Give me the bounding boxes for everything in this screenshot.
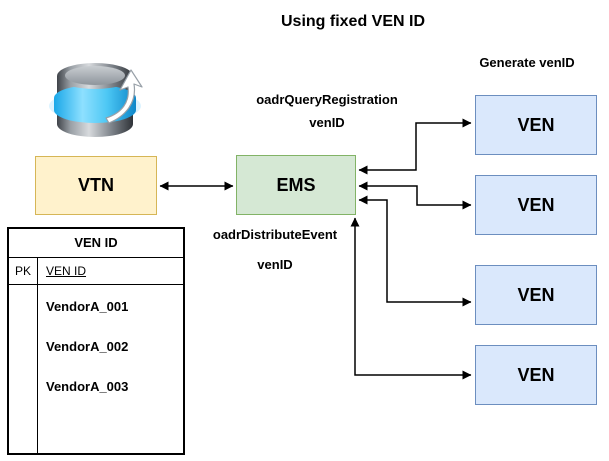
ven-id-table: VEN ID PK VEN ID VendorA_001 VendorA_002…: [7, 227, 185, 455]
ven-label: VEN: [517, 194, 555, 215]
connector-ems-ven4: [350, 217, 472, 380]
ems-label: EMS: [276, 174, 316, 195]
vtn-node: VTN: [35, 156, 157, 215]
label-query-venid: venID: [309, 115, 345, 130]
connector-ems-ven2: [358, 181, 472, 210]
label-oadr-distribute-event: oadrDistributeEvent: [212, 227, 338, 242]
ven-node-3: VEN: [475, 265, 597, 325]
database-sync-icon: [49, 63, 143, 137]
table-row: VendorA_002: [46, 339, 129, 354]
table-row: VendorA_001: [46, 299, 129, 314]
ven-node-4: VEN: [475, 345, 597, 405]
ven-label: VEN: [517, 284, 555, 305]
pk-column: [9, 285, 38, 453]
ems-node: EMS: [236, 155, 356, 215]
connector-ems-ven3: [358, 195, 472, 307]
label-distribute-venid: venID: [257, 257, 293, 272]
ven-label: VEN: [517, 364, 555, 385]
key-label: VEN ID: [46, 264, 87, 278]
table-row: VendorA_003: [46, 379, 129, 394]
table-rows: VendorA_001 VendorA_002 VendorA_003: [38, 285, 183, 453]
vtn-label: VTN: [78, 175, 114, 195]
ven-node-2: VEN: [475, 175, 597, 235]
connector-ems-ven1: [358, 118, 472, 175]
key-cell: VEN ID: [38, 258, 183, 284]
diagram-title: Using fixed VEN ID: [280, 13, 426, 30]
pk-cell: PK: [9, 258, 38, 284]
table-key-row: PK VEN ID: [9, 258, 183, 285]
table-title: VEN ID: [9, 229, 183, 258]
label-generate-venid: Generate venID: [479, 55, 575, 70]
ven-node-1: VEN: [475, 95, 597, 155]
label-oadr-query-registration: oadrQueryRegistration: [256, 92, 398, 107]
table-body: VendorA_001 VendorA_002 VendorA_003: [9, 285, 183, 453]
ven-label: VEN: [517, 114, 555, 135]
